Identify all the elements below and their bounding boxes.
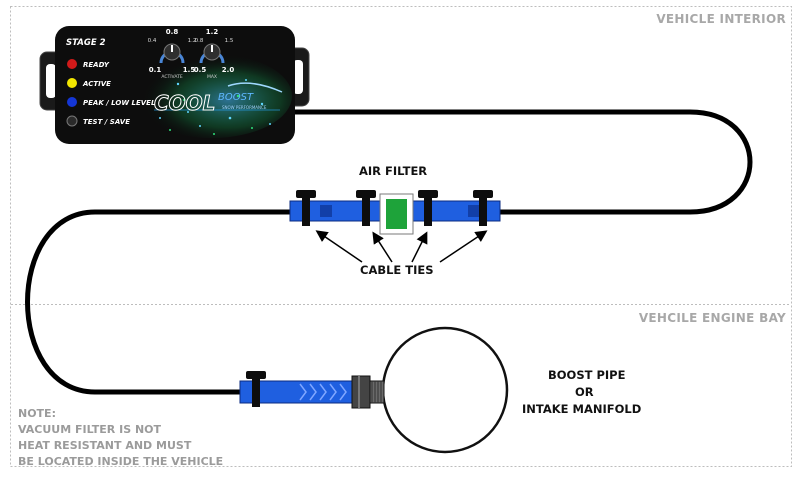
led-active xyxy=(67,78,77,88)
logo-sub: BOOST xyxy=(218,92,254,103)
max-scale-top: 1.2 xyxy=(206,28,219,36)
activate-scale-top: 0.8 xyxy=(166,28,179,36)
cable-tie xyxy=(356,190,376,226)
activate-scale-upper-left: 0.4 xyxy=(148,38,157,44)
max-knob-label: MAX xyxy=(207,74,217,80)
led-ready xyxy=(67,59,77,69)
max-scale-upper-right: 1.5 xyxy=(225,38,234,44)
logo-swoosh xyxy=(227,82,283,93)
zone-label-interior: VEHICLE INTERIOR xyxy=(656,12,786,26)
indicator-label-peak: PEAK / LOW LEVEL xyxy=(83,99,155,107)
max-scale-lower-right: 2.0 xyxy=(222,66,235,74)
led-test xyxy=(66,115,78,127)
indicator-label-test: TEST / SAVE xyxy=(83,118,130,126)
cable-ties-label: CABLE TIES xyxy=(360,263,434,277)
intake-manifold-label: INTAKE MANIFOLD xyxy=(522,402,642,416)
activate-knob-label: ACTIVATE xyxy=(161,74,182,80)
logo-tagline: SNOW PERFORMANCE xyxy=(222,105,267,110)
led-peak xyxy=(67,97,77,107)
cable-tie xyxy=(418,190,438,226)
boost-pipe-or-label: OR xyxy=(575,385,594,399)
cable-tie xyxy=(296,190,316,226)
filter-element xyxy=(386,199,407,229)
knob-activate xyxy=(159,43,185,64)
activate-scale-lower-left: 0.1 xyxy=(149,66,162,74)
logo-main: COOL xyxy=(154,91,215,115)
cable-tie xyxy=(246,371,266,407)
note-line: VACUUM FILTER IS NOT xyxy=(18,423,162,436)
indicator-label-active: ACTIVE xyxy=(82,80,111,88)
max-scale-upper-left: 0.8 xyxy=(195,38,204,44)
stage-label: STAGE 2 xyxy=(66,38,106,48)
zone-label-engine-bay: VEHCILE ENGINE BAY xyxy=(638,311,786,325)
cable-tie xyxy=(473,190,493,226)
note-line: BE LOCATED INSIDE THE VEHICLE xyxy=(18,455,224,468)
knob-max xyxy=(199,43,225,64)
boost-pipe-label: BOOST PIPE xyxy=(548,368,626,382)
note-line: HEAT RESISTANT AND MUST xyxy=(18,439,192,452)
hose-barb xyxy=(299,383,347,401)
indicator-label-ready: READY xyxy=(83,61,110,69)
installation-note: NOTE: VACUUM FILTER IS NOT HEAT RESISTAN… xyxy=(18,406,223,470)
activate-scale-lower-right: 1.5 xyxy=(183,66,196,74)
note-title: NOTE: xyxy=(18,407,56,420)
air-filter-label: AIR FILTER xyxy=(359,164,428,178)
activate-scale-upper-right: 1.2 xyxy=(188,38,197,44)
max-scale-lower-left: 0.5 xyxy=(194,66,207,74)
